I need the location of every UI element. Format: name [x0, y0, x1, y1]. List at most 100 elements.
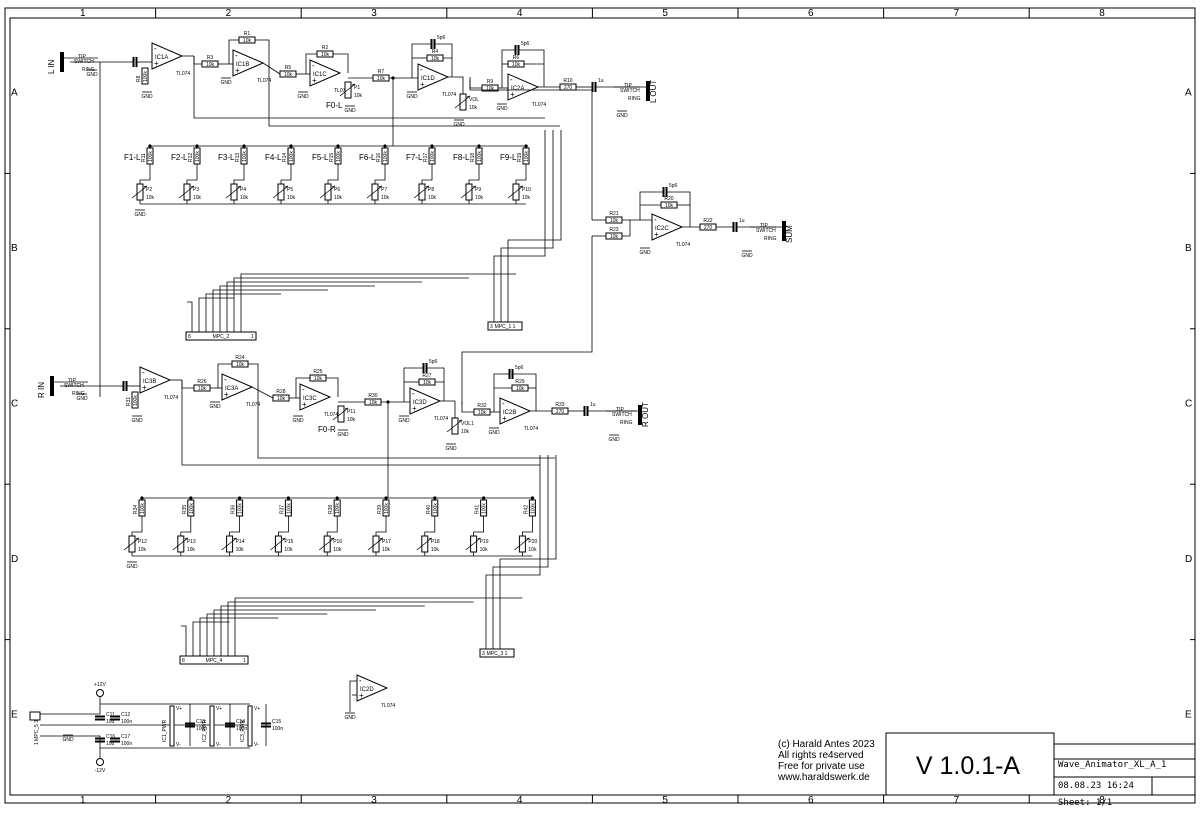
- resistor-ref: R13: [235, 153, 241, 162]
- pot-wiper: [318, 537, 335, 551]
- pot-value: 10k: [347, 417, 356, 423]
- minus-sign: -: [502, 399, 505, 408]
- pot-wiper: [131, 185, 148, 199]
- ground-symbol: GND: [292, 415, 304, 424]
- pot-value: 10k: [146, 195, 155, 201]
- connector-body: [29, 711, 41, 721]
- vplus-label: V+: [176, 706, 182, 712]
- resistor-value: 10k: [516, 386, 525, 392]
- pot-value: 10k: [382, 547, 391, 553]
- pot-wiper: [454, 95, 471, 109]
- capacitor: 5p6: [422, 359, 438, 373]
- resistor-value: 100k: [524, 151, 530, 162]
- opamp-symbol: [139, 366, 172, 394]
- resistor-value: 100k: [336, 151, 342, 162]
- capacitor: 5p6: [662, 183, 678, 197]
- resistor-ref: R3: [207, 55, 214, 61]
- wire: [198, 297, 234, 332]
- pot-wiper: [507, 185, 524, 199]
- wire: [493, 130, 546, 322]
- resistor-value: 100k: [482, 503, 488, 514]
- pwr-label: IC2_PWR: [202, 719, 208, 742]
- pot-value: 10k: [475, 195, 484, 201]
- cap-value: 10u: [106, 741, 115, 747]
- connector-: [29, 711, 41, 721]
- band-label: F8-L: [453, 153, 470, 162]
- pot-wiper: [460, 185, 477, 199]
- wire: [240, 273, 516, 332]
- pot-arrow: [526, 537, 530, 540]
- ground-label: GND: [496, 106, 508, 112]
- file-name: Wave_Animator_XL_A_1: [1058, 760, 1166, 770]
- ground-symbol: GND: [344, 105, 356, 114]
- resistor-ref: R17: [423, 153, 429, 162]
- jack-tip: TIP: [68, 378, 76, 384]
- resistor-ref: R14: [282, 153, 288, 162]
- pot-value: 10k: [236, 547, 245, 553]
- plus-sign: +: [502, 414, 507, 423]
- vminus-label: V-: [216, 742, 221, 748]
- cap-ref: C13: [196, 719, 205, 725]
- wire: [493, 373, 509, 412]
- resistor-ref: R37: [279, 505, 285, 514]
- ic-power-2: IC2_PWR V+ V-: [202, 705, 222, 748]
- pwr-label: IC3_PWR: [240, 719, 246, 742]
- wire: [499, 455, 557, 649]
- pot-wiper: [178, 185, 195, 199]
- column-label-top: 5: [662, 8, 668, 19]
- resistor-value: 10k: [665, 203, 674, 209]
- wire: [424, 516, 436, 536]
- junction-dot: [336, 144, 340, 148]
- wire: [622, 220, 631, 237]
- wire: [492, 455, 549, 649]
- pot-value: 10k: [240, 195, 249, 201]
- wire: [435, 43, 453, 58]
- vplus-label: V+: [216, 706, 222, 712]
- cap-value: 5p6: [515, 365, 524, 371]
- pot-ref: P16: [333, 539, 342, 545]
- junction-dot: [383, 144, 387, 148]
- pot-wiper: [270, 537, 286, 551]
- ground-label: GND: [488, 430, 500, 436]
- junction-dot: [140, 496, 144, 500]
- pot-wiper: [367, 537, 384, 551]
- opamp-name: IC2C: [655, 226, 669, 232]
- row-label-left: B: [11, 243, 18, 254]
- wire: [213, 609, 376, 656]
- band-label: F2-L: [171, 153, 188, 162]
- resistor-ref: R16: [376, 153, 382, 162]
- wire: [233, 164, 245, 184]
- jack-ring: RING: [764, 236, 777, 242]
- band-label: F9-L: [500, 153, 517, 162]
- cap-value: 5p6: [669, 183, 678, 189]
- version-label: V 1.0.1-A: [916, 752, 1021, 780]
- pot-value: 10k: [287, 195, 296, 201]
- pot-ref: P5: [287, 187, 293, 193]
- wire: [181, 380, 194, 389]
- ground-symbol: GND: [344, 712, 356, 721]
- pot-value: 10k: [528, 547, 537, 553]
- cap-ref: C16: [106, 734, 115, 740]
- pot-wiper: [332, 407, 349, 421]
- credit-line-4: www.haraldswerk.de: [777, 772, 870, 783]
- column-label-bottom: 6: [808, 795, 814, 806]
- column-label-top: 4: [517, 8, 523, 19]
